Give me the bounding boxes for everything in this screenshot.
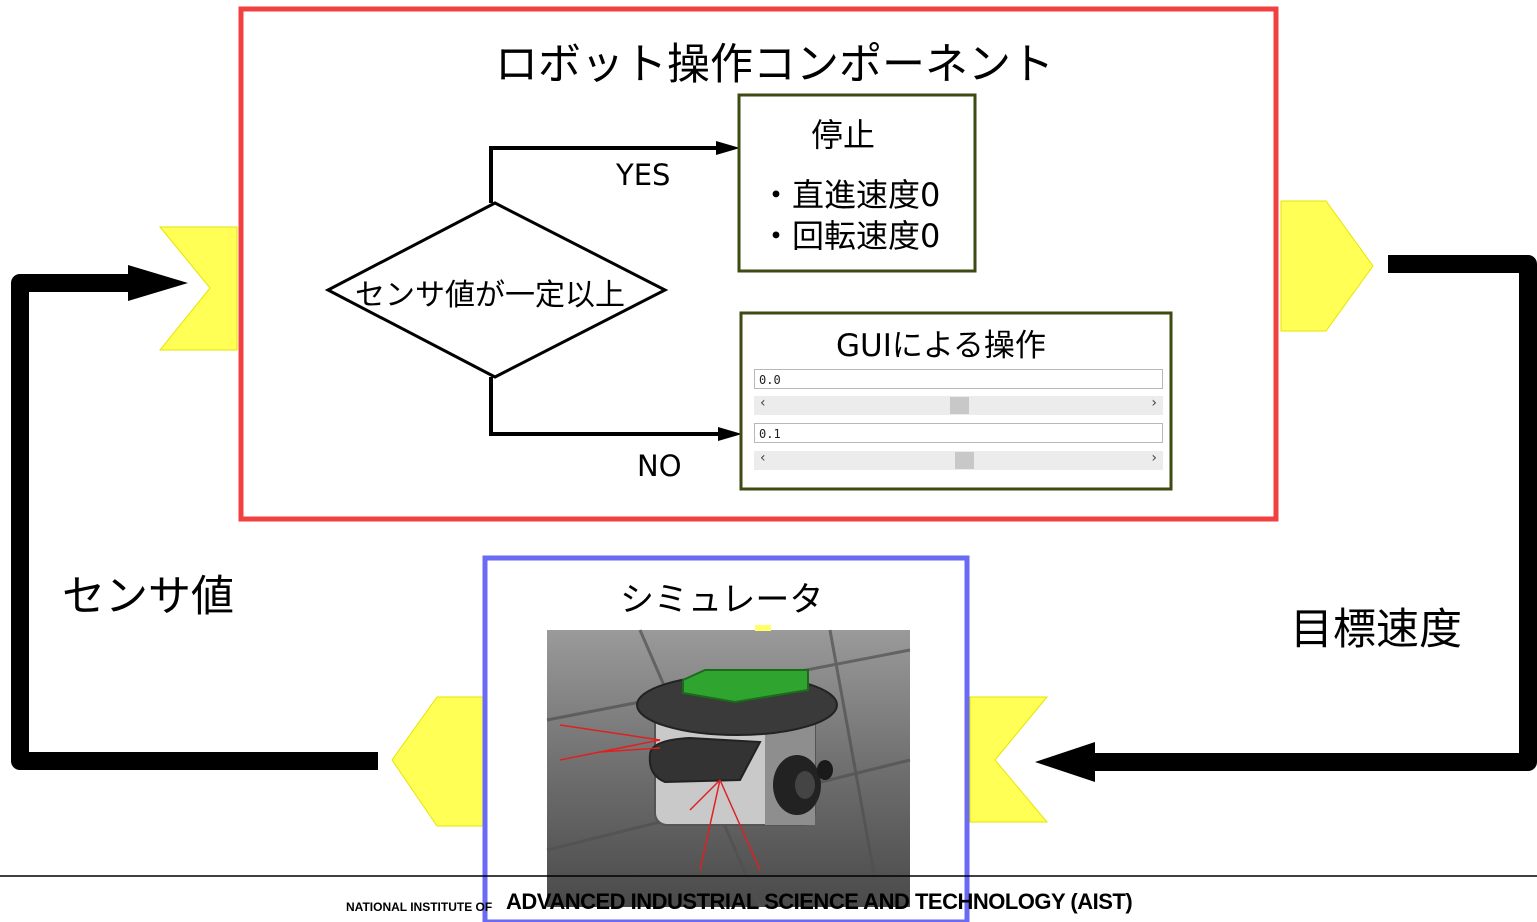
sensor-ray-1 — [559, 724, 661, 741]
simulator-box — [482, 555, 970, 922]
decision-condition-label: センサ値が一定以上 — [355, 278, 625, 313]
yes-label: YES — [616, 158, 671, 192]
speed-in-port — [969, 696, 1049, 823]
no-path-arrowhead — [718, 427, 742, 441]
footer-prefix: NATIONAL INSTITUTE OF — [346, 900, 493, 914]
slider-left-arrow-icon[interactable]: ‹ — [760, 395, 766, 411]
no-label: NO — [637, 449, 682, 483]
robot-middle-plate — [648, 736, 762, 784]
robot-green-board — [682, 669, 809, 704]
sensor-value-flow-label: センサ値 — [62, 572, 234, 622]
slider-left-arrow-icon[interactable]: ‹ — [760, 450, 766, 466]
speed-out-port — [1280, 200, 1374, 332]
robot-caster — [817, 760, 833, 780]
yes-path-line — [489, 146, 718, 203]
slider-right-arrow-icon[interactable]: › — [1151, 395, 1157, 411]
stop-item-angular-speed: ・回転速度0 — [760, 217, 941, 255]
stop-box — [737, 93, 977, 273]
linear-speed-field[interactable]: 0.0 — [754, 369, 1163, 389]
stop-item-linear-speed: ・直進速度0 — [760, 176, 941, 214]
slider-right-arrow-icon[interactable]: › — [1151, 450, 1157, 466]
simulator-view — [546, 625, 911, 908]
sensor-ray-2 — [559, 739, 661, 761]
stop-title: 停止 — [811, 116, 876, 154]
no-path-line — [489, 377, 720, 436]
angular-speed-slider[interactable]: ‹ › — [754, 450, 1163, 470]
slider-thumb[interactable] — [955, 452, 975, 469]
footer-institute-name: ADVANCED INDUSTRIAL SCIENCE AND TECHNOLO… — [506, 889, 1133, 914]
slider-thumb[interactable] — [949, 397, 969, 414]
target-speed-flow-label: 目標速度 — [1290, 605, 1462, 655]
sensor-ray-6 — [689, 779, 721, 811]
simulator-light-fleck — [755, 625, 771, 631]
angular-speed-field[interactable]: 0.1 — [754, 423, 1163, 443]
sensor-ray-3 — [599, 747, 661, 753]
component-title: ロボット操作コンポーネント — [495, 40, 1054, 90]
sensor-value-flow-arrowhead — [128, 265, 188, 301]
target-speed-flow-arrowhead — [1035, 742, 1095, 782]
sensor-out-port — [391, 696, 486, 827]
sensor-ray-4 — [699, 779, 721, 871]
floor-seam-4 — [828, 629, 882, 908]
gui-title: GUIによる操作 — [836, 328, 1046, 364]
component-box — [238, 6, 1279, 522]
simulator-title: シミュレータ — [620, 580, 824, 620]
decision-diamond — [324, 201, 669, 379]
sensor-ray-5 — [719, 779, 761, 871]
sensor-in-port — [158, 226, 238, 351]
robot-wheel-hub — [795, 771, 815, 799]
yes-path-arrowhead — [716, 141, 740, 155]
footer: NATIONAL INSTITUTE OF ADVANCED INDUSTRIA… — [0, 887, 1537, 922]
target-speed-flow-line — [1090, 255, 1537, 771]
sensor-value-flow-line — [11, 274, 378, 770]
linear-speed-slider[interactable]: ‹ › — [754, 395, 1163, 415]
